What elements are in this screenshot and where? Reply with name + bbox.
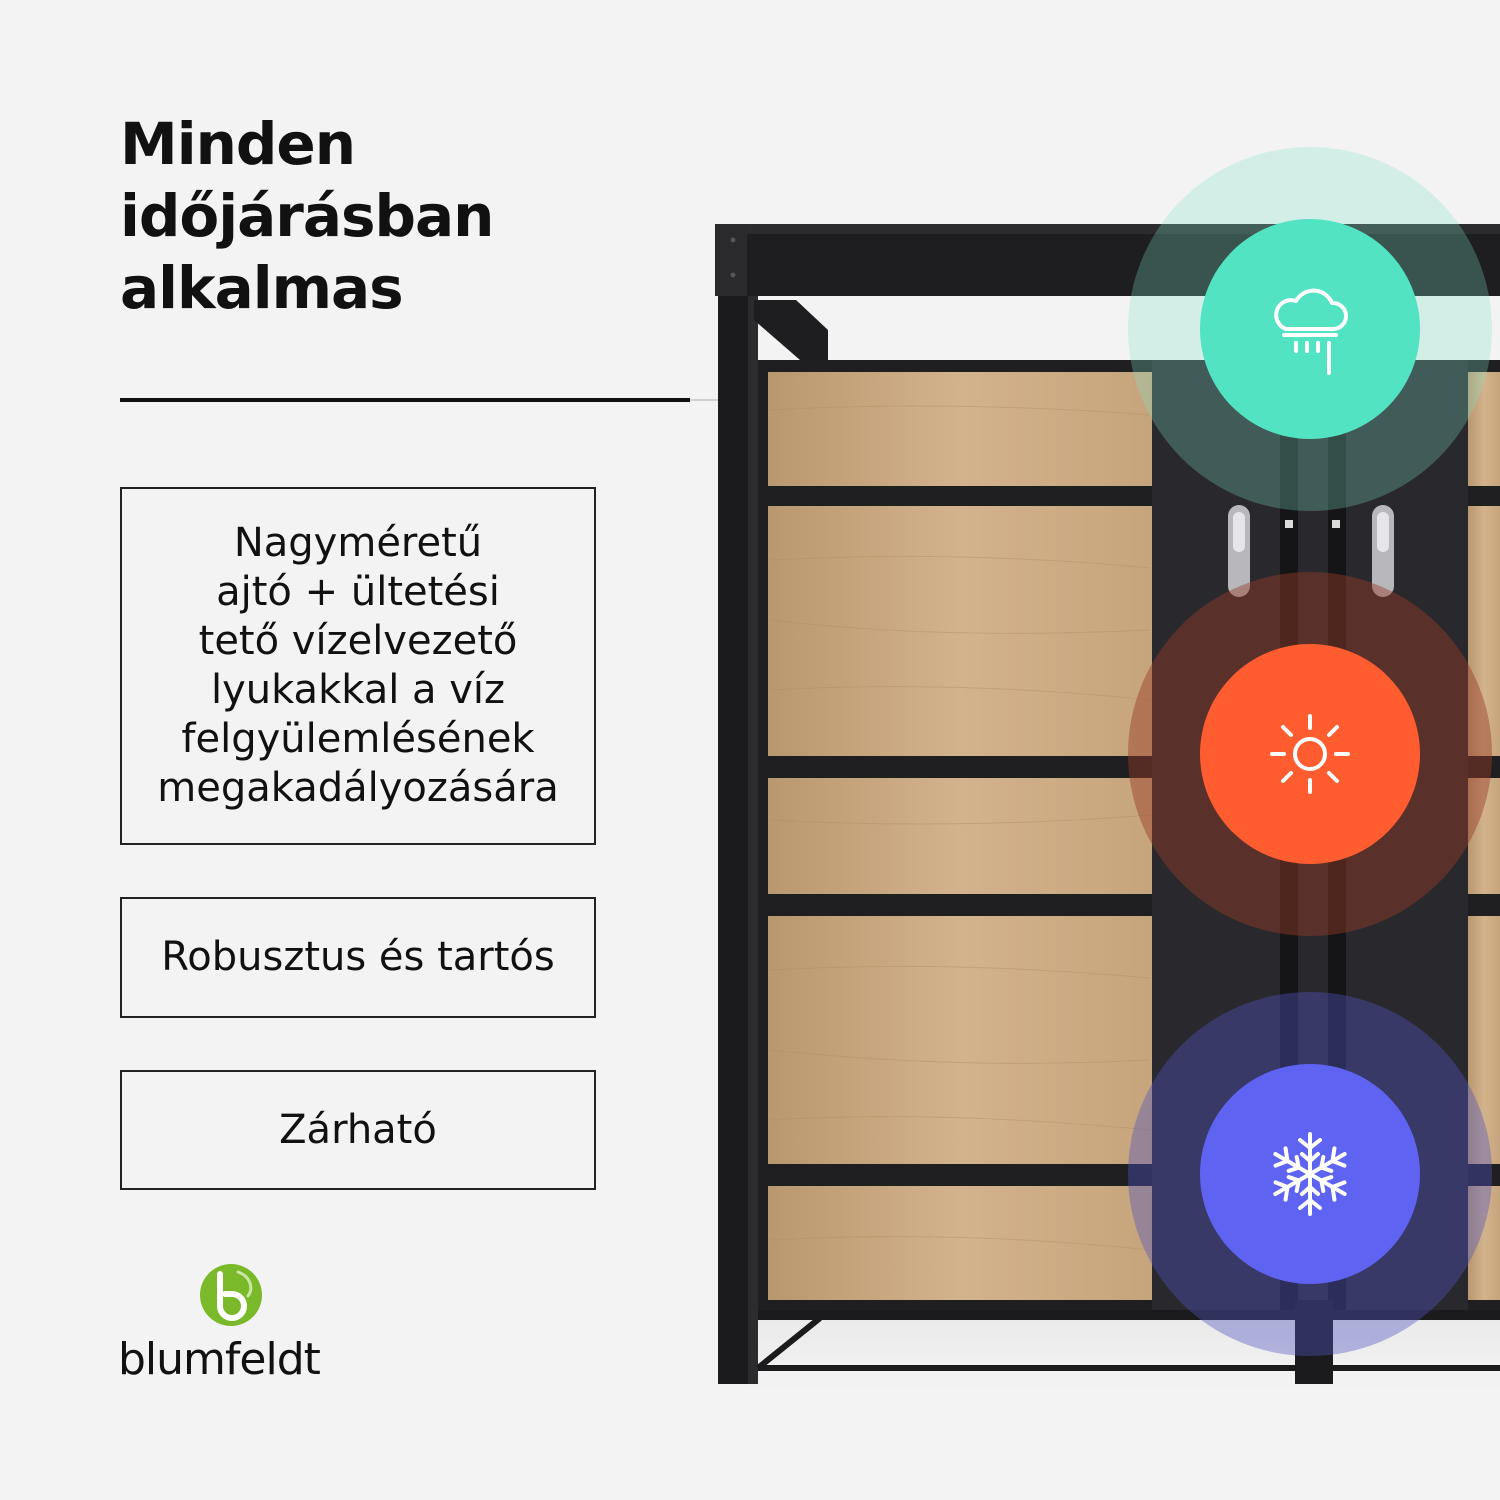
badge-circle [1200, 219, 1420, 439]
blumfeldt-b-leaf-icon [200, 1264, 262, 1326]
weather-badge-snow [1128, 992, 1492, 1356]
brand-name: blumfeldt [118, 1334, 321, 1385]
snowflake-icon [1273, 1132, 1347, 1216]
feature-text-line: ajtó + ültetési [216, 569, 500, 615]
cloud-rain-icon [1274, 288, 1348, 375]
sun-icon [1270, 714, 1350, 794]
divider-line [120, 398, 690, 402]
feature-text-line: megakadályozására [157, 765, 559, 811]
weather-badge-rain [1128, 147, 1492, 511]
badge-circle [1200, 1064, 1420, 1284]
feature-text-line: Nagyméretű [233, 520, 483, 566]
feature-box-lockable: Zárható [120, 1070, 596, 1190]
headline-line: Minden [120, 110, 356, 178]
feature-box-door-roof: Nagyméretű ajtó + ültetési tető vízelvez… [120, 487, 596, 845]
feature-text: Zárható [279, 1106, 437, 1153]
feature-box-robust: Robusztus és tartós [120, 897, 596, 1018]
headline: Minden időjárásban alkalmas [120, 108, 640, 324]
headline-line: alkalmas [120, 254, 404, 322]
feature-text-line: tető vízelvezető [198, 618, 518, 664]
feature-text-line: lyukakkal a víz [210, 667, 506, 713]
weather-badge-sun [1128, 572, 1492, 936]
brand-logo: blumfeldt [118, 1262, 358, 1392]
headline-line: időjárásban [120, 182, 494, 250]
feature-text: Robusztus és tartós [161, 934, 555, 980]
badge-circle [1200, 644, 1420, 864]
feature-text-line: felgyülemlésének [181, 716, 535, 762]
